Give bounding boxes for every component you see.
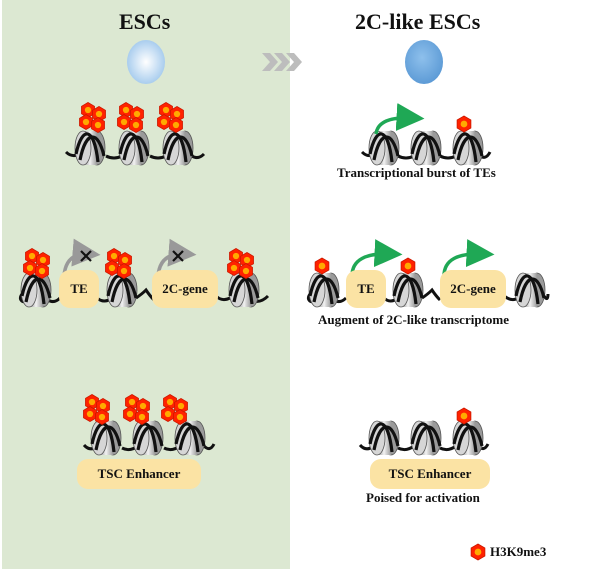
h3k9me3-mark xyxy=(91,117,105,133)
caption-transcriptional-burst: Transcriptional burst of TEs xyxy=(337,165,496,180)
twoc-row2-nucleosome xyxy=(308,272,340,308)
twoc-row1-nucleosome xyxy=(452,130,484,166)
esc-tsc-enhancer-box: TSC Enhancer xyxy=(77,459,201,489)
twoc-row3-nucleosome xyxy=(368,420,400,456)
h3k9me3-mark xyxy=(227,260,241,276)
h3k9me3-mark xyxy=(456,407,472,425)
esc-row3-nucleosome xyxy=(90,420,122,456)
h3k9me3-mark xyxy=(170,106,184,122)
twoc-row2-nucleosome xyxy=(392,272,424,308)
legend-h3k9me3-icon xyxy=(470,543,486,561)
h3k9me3-mark xyxy=(95,409,109,425)
twoc-title: 2C-like ESCs xyxy=(355,9,481,34)
esc-row2-dna xyxy=(18,287,270,304)
esc-te-box: TE xyxy=(59,270,99,308)
twoc-te-box: TE xyxy=(346,270,386,308)
h3k9me3-mark xyxy=(157,114,171,130)
transition-chevrons-icon xyxy=(262,53,302,71)
twoc-row1-nucleosome xyxy=(368,130,400,166)
esc-row3-nucleosome xyxy=(132,420,164,456)
twoc-2c-gene-box: 2C-gene xyxy=(440,270,506,308)
h3k9me3-mark xyxy=(456,115,472,133)
h3k9me3-mark xyxy=(118,252,132,268)
h3k9me3-mark xyxy=(314,257,330,275)
h3k9me3-mark xyxy=(129,117,143,133)
te-active-arrow xyxy=(374,103,425,135)
twoc-cell xyxy=(405,40,443,84)
esc-row3-dna xyxy=(82,443,216,452)
h3k9me3-mark xyxy=(130,106,144,122)
h3k9me3-mark xyxy=(35,263,49,279)
twoc-row2-nucleosome xyxy=(514,272,546,308)
caption-poised-activation: Poised for activation xyxy=(366,490,480,505)
right-row2-dna xyxy=(306,287,550,304)
h3k9me3-mark xyxy=(105,260,119,276)
esc-title: ESCs xyxy=(119,9,171,34)
esc-row1-dna xyxy=(64,150,206,160)
te-block-cross-icon xyxy=(80,250,92,262)
gene-block-cross-icon xyxy=(172,250,184,262)
h3k9me3-mark xyxy=(169,117,183,133)
twoc-tsc-enhancer-box: TSC Enhancer xyxy=(370,459,490,489)
esc-row2-nucleosome xyxy=(20,272,52,308)
twoc-row1-nucleosome xyxy=(410,130,442,166)
h3k9me3-mark xyxy=(79,114,93,130)
esc-row1-nucleosome xyxy=(74,130,106,166)
h3k9me3-mark xyxy=(83,406,97,422)
legend-label: H3K9me3 xyxy=(490,544,547,559)
h3k9me3-mark xyxy=(123,406,137,422)
caption-augment-transcriptome: Augment of 2C-like transcriptome xyxy=(318,312,509,327)
esc-cell xyxy=(127,40,165,84)
h3k9me3-mark xyxy=(136,398,150,414)
h3k9me3-mark xyxy=(117,114,131,130)
right-row3-dna xyxy=(358,443,490,452)
h3k9me3-mark xyxy=(173,409,187,425)
twoc-row3-nucleosome xyxy=(410,420,442,456)
esc-row2-nucleosome xyxy=(106,272,138,308)
h3k9me3-mark xyxy=(117,263,131,279)
h3k9me3-mark xyxy=(239,263,253,279)
h3k9me3-mark xyxy=(23,260,37,276)
right-row1-dna xyxy=(360,150,492,160)
h3k9me3-mark xyxy=(107,248,121,264)
esc-row1-nucleosome xyxy=(162,130,194,166)
h3k9me3-mark xyxy=(161,406,175,422)
esc-row3-nucleosome xyxy=(174,420,206,456)
esc-2c-gene-box: 2C-gene xyxy=(152,270,218,308)
h3k9me3-mark xyxy=(135,409,149,425)
esc-row2-nucleosome xyxy=(228,272,260,308)
esc-row1-nucleosome xyxy=(118,130,150,166)
twoc-row3-nucleosome xyxy=(452,420,484,456)
h3k9me3-mark xyxy=(400,257,416,275)
h3k9me3-mark xyxy=(163,394,177,410)
h3k9me3-mark xyxy=(96,398,110,414)
